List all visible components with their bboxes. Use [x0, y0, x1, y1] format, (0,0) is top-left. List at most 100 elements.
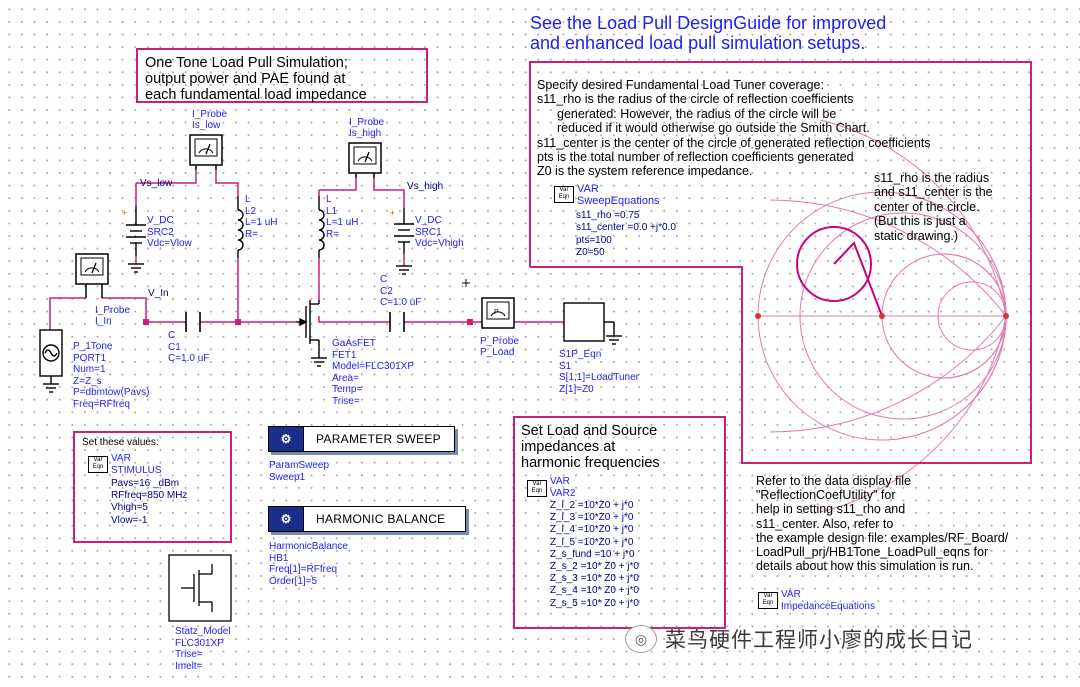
stimulus-eq-1: Pavs=16 _dBm: [111, 478, 180, 489]
smith-note-line-2: and s11_center is the: [874, 185, 993, 200]
var2-block[interactable]: VAR VAR2: [550, 476, 575, 499]
refer-line-3: help in setting s11_rho and: [756, 502, 906, 517]
net-label-vs-low[interactable]: Vs_low: [140, 178, 173, 189]
sweep-eq-type: VAR: [577, 183, 599, 195]
gaasfet-symbol[interactable]: [296, 300, 327, 367]
dc-source-src2-symbol[interactable]: [126, 206, 146, 273]
s1p-type: S1P_Eqn: [559, 349, 602, 360]
title-box[interactable]: [136, 48, 428, 103]
harmonic-box-title: Set Load and Source impedances at harmon…: [521, 423, 660, 471]
inductor-l2-symbol[interactable]: [237, 196, 244, 258]
harmonic-balance-label[interactable]: HarmonicBalance HB1 Freq[1]=RFfreq Order…: [269, 541, 348, 587]
parameter-sweep-label[interactable]: ParamSweep Sweep1: [269, 460, 329, 483]
smith-note: s11_rho is the radius and s11_center is …: [874, 171, 993, 243]
title-line-3: each fundamental load impedance: [145, 87, 367, 104]
capacitor-c1-label[interactable]: C C1 C=1.0 uF: [168, 330, 209, 365]
dc-source-src1-symbol[interactable]: [394, 208, 414, 275]
var2-eq-8: Z_s_4 =10* Z0 + j*0: [550, 585, 639, 597]
s1p-s: S[1,1]=LoadTuner: [559, 372, 639, 384]
port-p1tone-label[interactable]: P_1Tone PORT1 Num=1 Z=Z_s P=dbmtow(Pavs)…: [73, 341, 149, 410]
tuner-line-5: s11_center is the center of the circle o…: [537, 135, 931, 150]
inductor-l1-symbol[interactable]: [318, 196, 325, 258]
dc-src1-type: V_DC: [415, 215, 442, 226]
cap-c2-type: C: [380, 274, 388, 285]
probe-is-high-symbol[interactable]: [348, 142, 382, 178]
harmonic-balance-title: HARMONIC BALANCE: [316, 512, 446, 526]
svg-text:+: +: [390, 208, 395, 218]
statz-model-symbol[interactable]: [168, 554, 232, 622]
designguide-line-2: and enhanced load pull simulation setups…: [530, 33, 866, 54]
var2-eq-1: Z_l_2 =10*Z0 + j*0: [550, 500, 634, 511]
impedance-eq-name: ImpedanceEquations: [781, 600, 875, 612]
parameter-sweep-controller[interactable]: ⚙ PARAMETER SWEEP: [268, 426, 455, 452]
tuner-line-7: Z0 is the system reference impedance.: [537, 164, 753, 179]
inductor-l2-r: R=: [245, 228, 259, 240]
tuner-line-4: reduced if it would otherwise go outside…: [557, 121, 870, 136]
inductor-l1-label[interactable]: L L1 L=1 uH R=: [326, 194, 359, 240]
p-probe-symbol[interactable]: P: [481, 297, 515, 329]
wire-input[interactable]: [49, 297, 296, 330]
smith-note-line-3: center of the circle.: [874, 199, 980, 214]
wechat-icon: ◎: [625, 625, 657, 653]
p-probe-label[interactable]: P_Probe P_Load: [480, 336, 519, 358]
sweep-eq-4: Z0=50: [576, 247, 605, 259]
harmonic-balance-icon: ⚙: [269, 507, 304, 531]
port-p1tone-symbol[interactable]: [39, 329, 63, 393]
net-label-vs-high[interactable]: Vs_high: [407, 181, 444, 192]
capacitor-c2-symbol[interactable]: [389, 312, 405, 332]
wire-vs-high[interactable]: [318, 178, 405, 300]
dc-source-src2-label[interactable]: V_DC SRC2 Vdc=Vlow: [147, 215, 192, 250]
tuner-line-3: generated: However, the radius of the ci…: [557, 106, 837, 121]
port-type: P_1Tone: [73, 341, 113, 352]
hb-name: HB1: [269, 552, 289, 564]
impedance-equations-block[interactable]: VAR ImpedanceEquations: [781, 589, 875, 612]
probe-i-in-type: I_Probe: [95, 305, 131, 316]
s1p-eqn-symbol[interactable]: [563, 302, 622, 345]
dc-source-src1-label[interactable]: V_DC SRC1 Vdc=Vhigh: [415, 215, 464, 250]
p-probe-name: P_Load: [480, 347, 515, 359]
stimulus-block[interactable]: VAR STIMULUS: [111, 453, 162, 477]
inductor-l2-name: L2: [245, 205, 257, 217]
probe-is-low-symbol[interactable]: [189, 134, 223, 170]
stimulus-eq-3: Vhigh=5: [111, 502, 148, 514]
harmonic-balance-controller[interactable]: ⚙ HARMONIC BALANCE: [268, 506, 466, 532]
probe-i-in-symbol[interactable]: [75, 253, 109, 298]
refer-line-4: s11_center. Also, refer to: [756, 516, 894, 531]
net-label-v-in[interactable]: V_In: [148, 288, 169, 299]
hb-order: Order[1]=5: [269, 575, 318, 587]
smith-note-line-4: (But this is just a: [874, 214, 966, 229]
statz-model-label[interactable]: Statz_Model FLC301XP Trise= Imelt=: [175, 626, 231, 672]
var2-eq-9: Z_s_5 =10* Z0 + j*0: [550, 597, 639, 609]
inductor-l1-r: R=: [326, 228, 340, 240]
wire-output[interactable]: [318, 316, 564, 323]
probe-is-high-label[interactable]: I_Probe Is_high: [349, 117, 384, 139]
capacitor-c1-symbol[interactable]: [185, 312, 201, 332]
cap-c2-name: C2: [380, 285, 393, 297]
values-box-header: Set these values:: [82, 437, 159, 448]
refer-line-1: Refer to the data display file: [756, 474, 911, 488]
inductor-l2-label[interactable]: L L2 L=1 uH R=: [245, 194, 278, 240]
probe-is-low-label[interactable]: I_Probe Is_low: [192, 109, 227, 131]
sweep-equations-block[interactable]: VAR SweepEquations: [577, 183, 660, 208]
smith-note-line-5: static drawing.): [874, 228, 959, 243]
gaasfet-label[interactable]: GaAsFET FET1 Model=FLC301XP Area= Temp= …: [332, 338, 414, 408]
junction-dots: [143, 319, 473, 325]
statz-imelt: Imelt=: [175, 660, 203, 672]
hb-type: HarmonicBalance: [269, 541, 348, 552]
title-line-2: output power and PAE found at: [145, 71, 346, 88]
title-text: One Tone Load Pull Simulation; output po…: [145, 55, 367, 104]
parameter-sweep-title: PARAMETER SWEEP: [316, 432, 441, 446]
sweep-eq-3: pts=100: [576, 234, 612, 246]
wire-vs-low[interactable]: [135, 170, 239, 322]
s1p-eqn-label[interactable]: S1P_Eqn S1 S[1,1]=LoadTuner Z[1]=Z0: [559, 349, 639, 395]
capacitor-c2-label[interactable]: C C2 C=1.0 uF: [380, 274, 421, 309]
cap-c1-name: C1: [168, 341, 181, 353]
probe-i-in-label[interactable]: I_Probe I_In: [95, 305, 130, 327]
inductor-l1-name: L1: [326, 205, 338, 217]
fet-type: GaAsFET: [332, 338, 376, 349]
refer-line-2: "ReflectionCoefUtility" for: [756, 488, 896, 503]
